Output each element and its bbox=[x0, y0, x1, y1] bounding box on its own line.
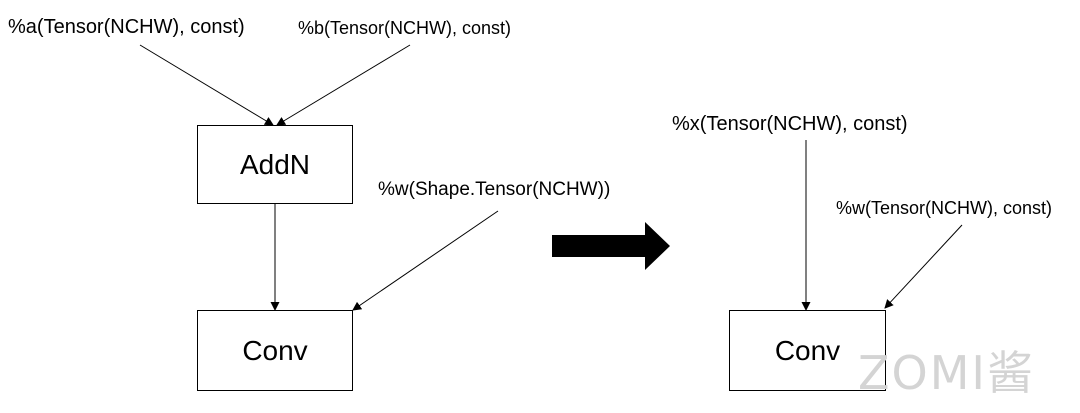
input-a-label: %a(Tensor(NCHW), const) bbox=[8, 16, 245, 38]
edge-b-to-addn bbox=[276, 44, 411, 126]
conv-node-right: Conv bbox=[729, 310, 886, 391]
watermark-text: ZOMI酱 bbox=[858, 346, 1035, 400]
addn-node-label: AddN bbox=[239, 148, 311, 180]
conv-node-left: Conv bbox=[197, 310, 353, 391]
edge-w-to-conv bbox=[352, 210, 499, 311]
conv-node-right-label: Conv bbox=[774, 334, 841, 366]
input-w-shape-label: %w(Shape.Tensor(NCHW)) bbox=[378, 179, 611, 200]
input-b-label: %b(Tensor(NCHW), const) bbox=[298, 18, 512, 38]
conv-node-left-label: Conv bbox=[242, 334, 308, 366]
edge-w-to-conv-right bbox=[884, 224, 963, 309]
input-w-const-label: %w(Tensor(NCHW), const) bbox=[836, 198, 1053, 218]
addn-node: AddN bbox=[197, 125, 353, 204]
edge-a-to-addn bbox=[139, 44, 274, 126]
input-x-label: %x(Tensor(NCHW), const) bbox=[672, 113, 908, 135]
transform-arrow bbox=[552, 222, 670, 270]
